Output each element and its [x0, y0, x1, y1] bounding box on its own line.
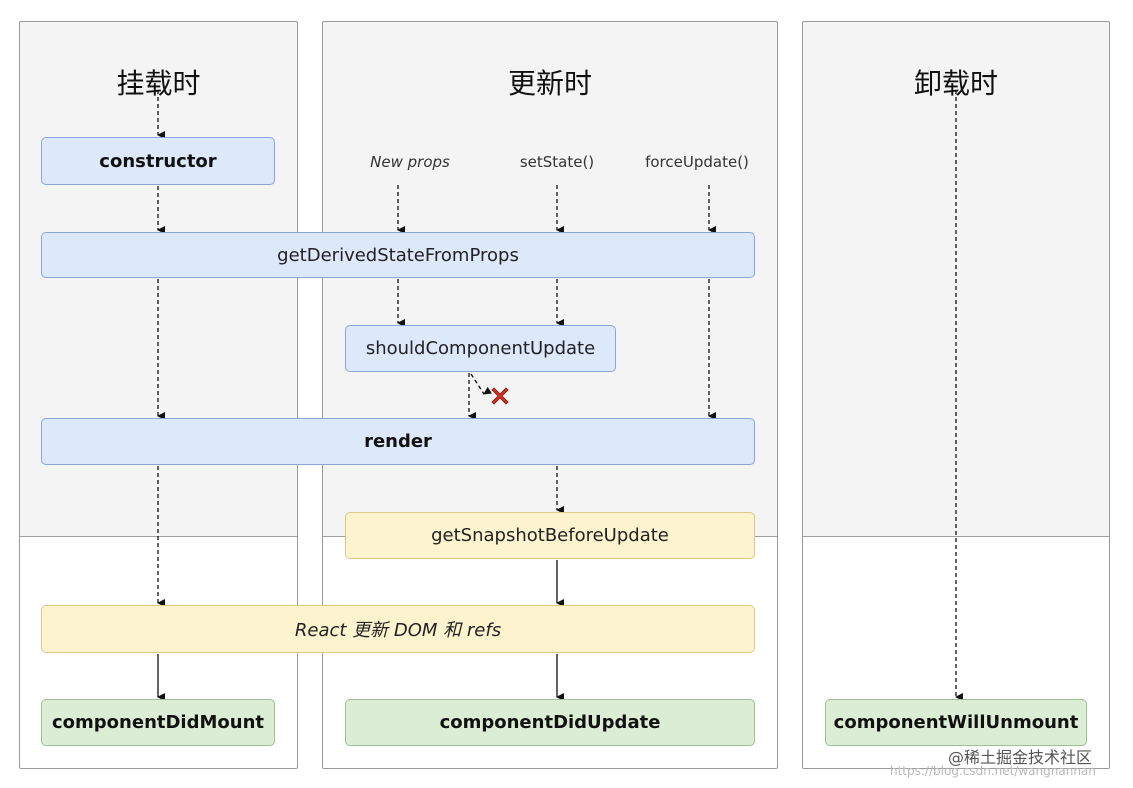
mounting-column-title: 挂载时	[116, 67, 201, 100]
trigger-force-update: forceUpdate()	[645, 153, 749, 171]
get-derived-state-node: getDerivedStateFromProps	[41, 232, 755, 278]
updating-column-title: 更新时	[507, 67, 592, 100]
should-update-node: shouldComponentUpdate	[345, 325, 616, 372]
did-mount-node: componentDidMount	[41, 699, 275, 746]
mounting-column: 挂载时	[19, 21, 298, 769]
get-snapshot-node: getSnapshotBeforeUpdate	[345, 512, 755, 559]
unmounting-column: 卸载时	[802, 21, 1110, 769]
react-update-dom-node: React 更新 DOM 和 refs	[41, 605, 755, 653]
render-node: render	[41, 418, 755, 465]
did-update-node: componentDidUpdate	[345, 699, 755, 746]
constructor-node: constructor	[41, 137, 275, 185]
watermark-url: https://blog.csdn.net/wangnannan	[890, 764, 1096, 778]
trigger-new-props: New props	[370, 153, 450, 171]
updating-column: 更新时	[322, 21, 778, 769]
trigger-set-state: setState()	[519, 153, 595, 171]
unmounting-column-title: 卸载时	[913, 67, 998, 100]
watermark-brand: @稀土掘金技术社区	[948, 748, 1093, 767]
will-unmount-node: componentWillUnmount	[825, 699, 1087, 746]
